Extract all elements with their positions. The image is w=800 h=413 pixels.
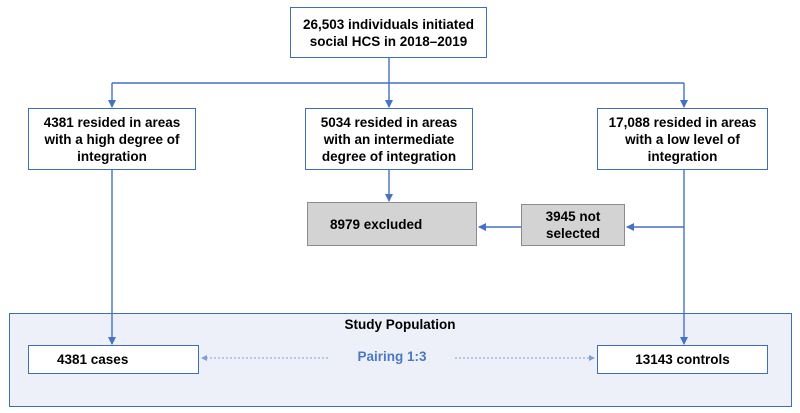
- intermediate-integration-box: 5034 resided in areas with an intermedia…: [305, 108, 473, 170]
- initiated-text: 26,503 individuals initiated social HCS …: [302, 16, 475, 49]
- high-integration-box: 4381 resided in areas with a high degree…: [28, 108, 196, 170]
- cases-text: 4381 cases: [57, 352, 129, 367]
- not-selected-text: 3945 not selected: [545, 209, 601, 241]
- excluded-text: 8979 excluded: [330, 216, 423, 232]
- controls-text: 13143 controls: [635, 352, 730, 367]
- study-population-title: Study Population: [344, 317, 456, 332]
- low-integration-text: 17,088 resided in areas with a low level…: [608, 114, 757, 164]
- cases-box: 4381 cases: [28, 345, 199, 374]
- initiated-box: 26,503 individuals initiated social HCS …: [290, 7, 487, 58]
- high-integration-text: 4381 resided in areas with a high degree…: [43, 114, 181, 164]
- excluded-box: 8979 excluded: [307, 202, 477, 246]
- controls-box: 13143 controls: [597, 345, 768, 374]
- intermediate-integration-text: 5034 resided in areas with an intermedia…: [320, 114, 458, 164]
- low-integration-box: 17,088 resided in areas with a low level…: [597, 108, 768, 170]
- pairing-label: Pairing 1:3: [357, 349, 427, 364]
- not-selected-box: 3945 not selected: [521, 204, 625, 246]
